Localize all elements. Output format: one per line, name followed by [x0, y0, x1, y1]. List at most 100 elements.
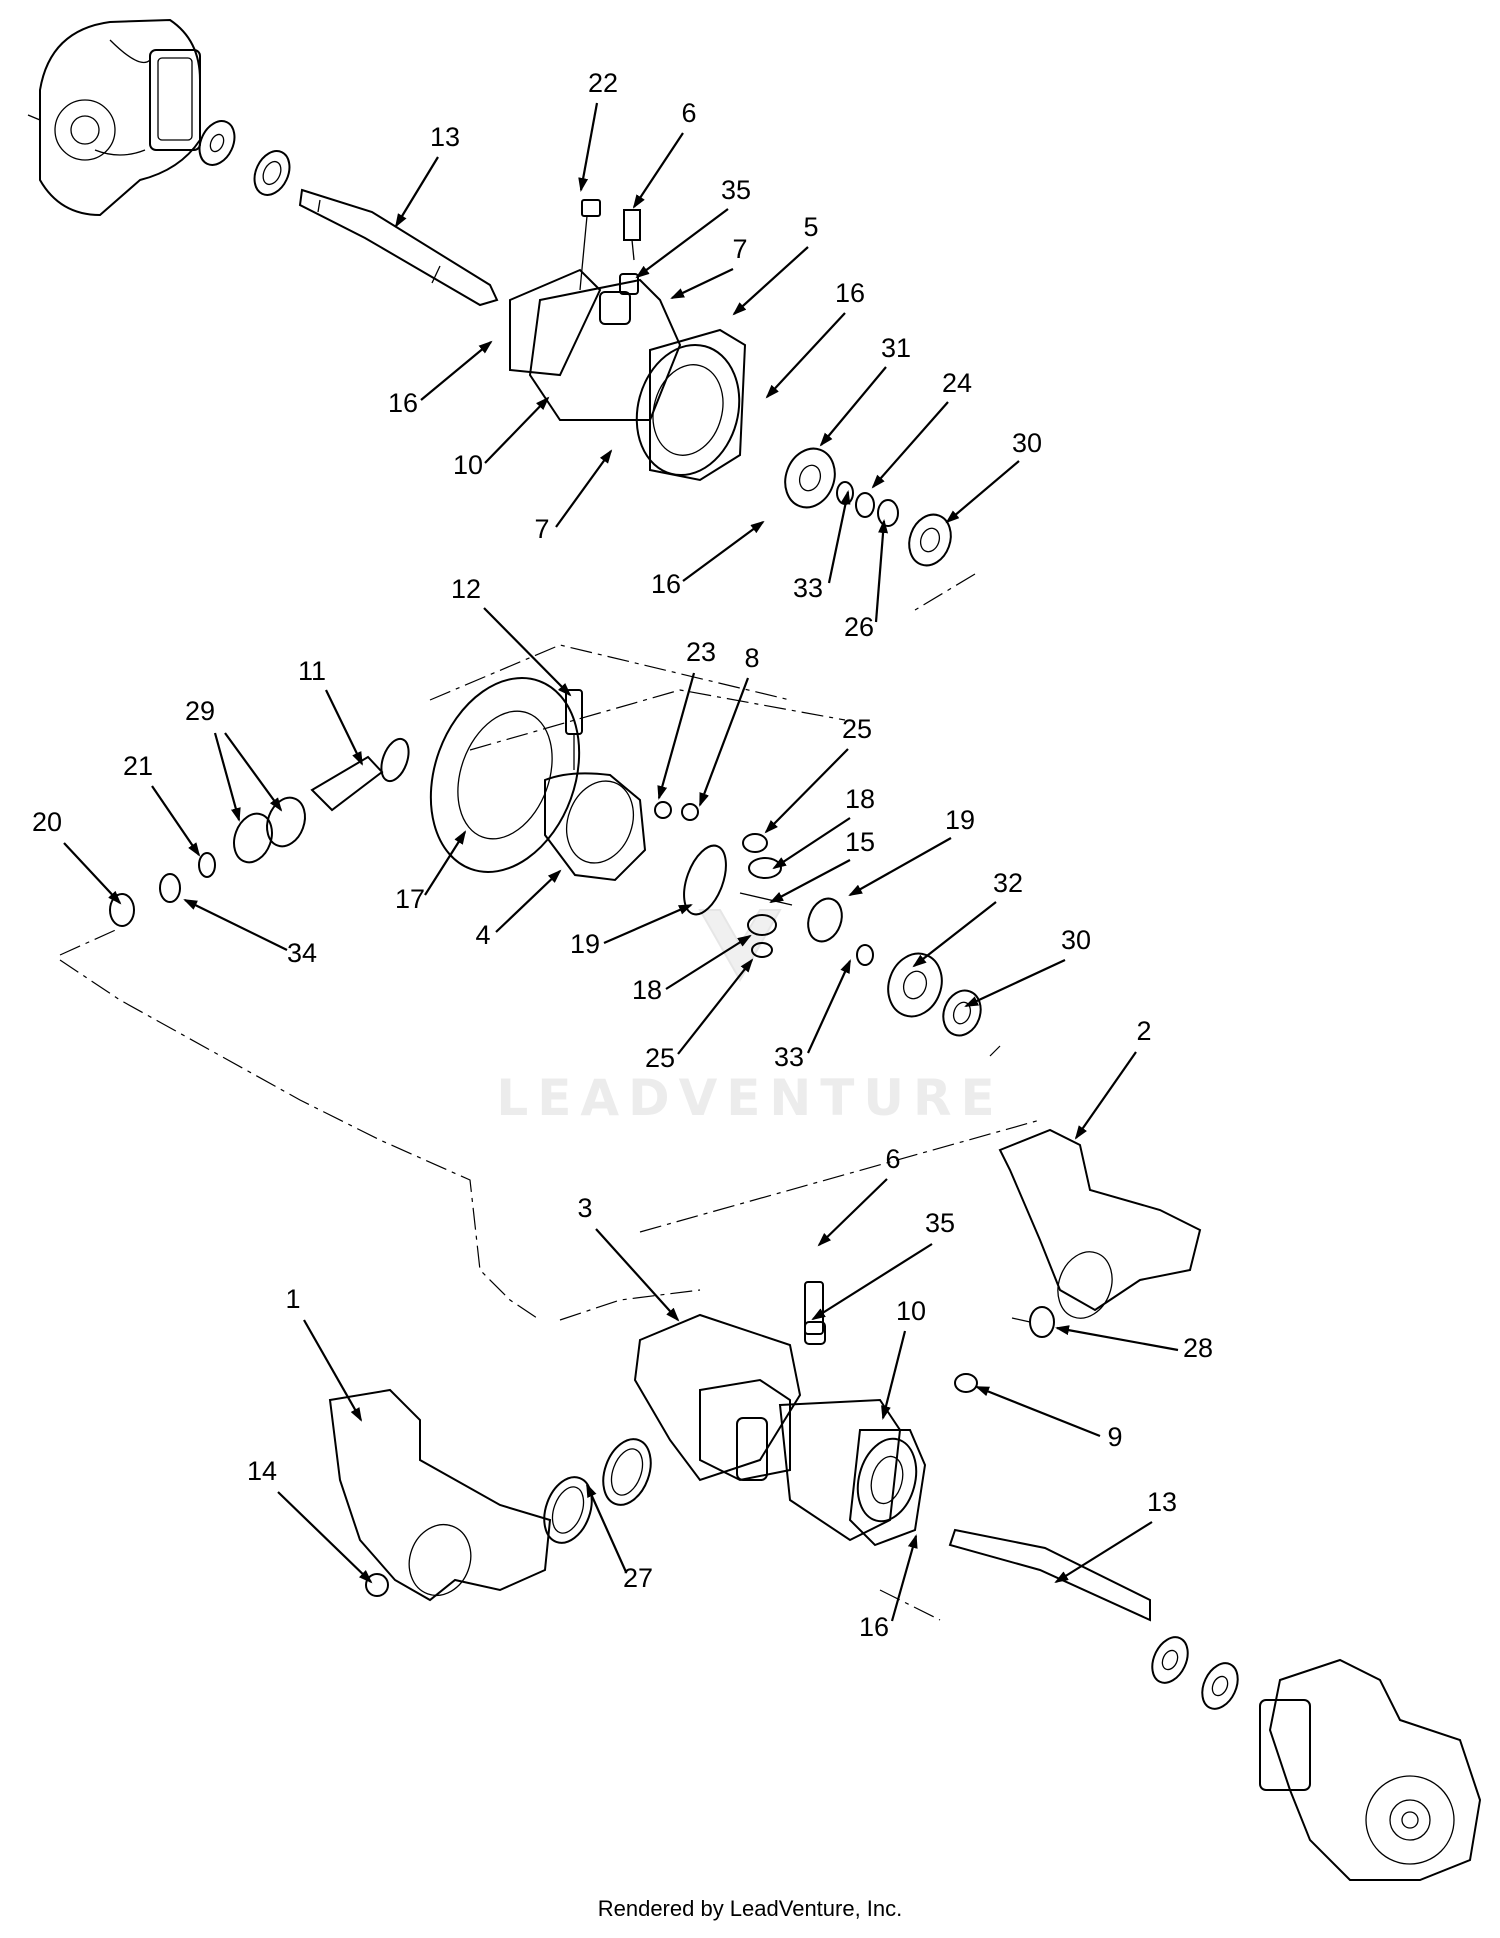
bearing-stack-upper: [784, 447, 952, 567]
axle-shaft-top: [298, 188, 499, 307]
callout-arrow-16: [890, 1534, 918, 1622]
callout-arrow-7: [670, 268, 734, 299]
callout-arrow-6: [632, 132, 684, 209]
callout-label-12: 12: [451, 574, 481, 604]
callout-label-30: 30: [1012, 428, 1042, 458]
callout-label-16: 16: [859, 1612, 889, 1642]
callout-arrow-10: [484, 396, 550, 464]
callout-arrow-3: [595, 1228, 680, 1322]
callout-label-3: 3: [577, 1193, 592, 1223]
callout-label-16: 16: [835, 278, 865, 308]
callout-arrow-31: [819, 366, 887, 447]
callout-arrow-10: [881, 1330, 907, 1420]
render-credit: Rendered by LeadVenture, Inc.: [597, 1896, 903, 1921]
callout-label-10: 10: [896, 1296, 926, 1326]
callout-label-1: 1: [285, 1284, 300, 1314]
wheel-hub-left: [27, 18, 201, 217]
callout-arrow-35: [635, 208, 729, 279]
callout-arrow-24: [871, 401, 949, 489]
callout-label-29: 29: [185, 696, 215, 726]
callout-label-11: 11: [298, 656, 326, 686]
callout-arrow-22: [578, 102, 599, 192]
callout-label-32: 32: [993, 868, 1023, 898]
callout-label-17: 17: [395, 884, 425, 914]
bearing-lower-right: [1151, 1636, 1239, 1710]
pinion-assembly-middle: [109, 677, 699, 927]
callout-arrow-35: [811, 1243, 933, 1321]
callout-arrow-28: [1055, 1325, 1179, 1352]
callout-arrow-23: [657, 672, 696, 800]
callout-arrow-9: [975, 1385, 1101, 1438]
callout-label-35: 35: [721, 175, 751, 205]
callout-arrow-8: [698, 677, 750, 807]
watermark-text: LEADVENTURE: [496, 1069, 1003, 1127]
callout-arrow-34: [183, 899, 288, 951]
callout-arrow-27: [585, 1483, 628, 1573]
callout-arrow-5: [732, 246, 809, 316]
callout-label-14: 14: [247, 1456, 277, 1486]
callout-label-27: 27: [623, 1563, 653, 1593]
callout-label-7: 7: [732, 234, 747, 264]
callout-arrow-11: [325, 689, 363, 766]
callout-label-18: 18: [845, 784, 875, 814]
callout-label-6: 6: [681, 98, 696, 128]
callout-arrow-21: [151, 785, 201, 857]
callout-label-24: 24: [942, 368, 972, 398]
axle-shaft-lower: [948, 1528, 1151, 1622]
callout-label-19: 19: [945, 805, 975, 835]
callout-arrow-30: [964, 959, 1066, 1007]
callout-label-25: 25: [842, 714, 872, 744]
differential-gears-middle: [683, 833, 982, 1037]
callout-arrow-32: [912, 901, 997, 968]
callout-label-16: 16: [388, 388, 418, 418]
callout-arrow-30: [945, 460, 1020, 524]
callout-label-5: 5: [803, 212, 818, 242]
callout-label-4: 4: [475, 920, 490, 950]
axle-bracket-left: [328, 1388, 552, 1602]
callout-label-9: 9: [1107, 1422, 1122, 1452]
callout-arrow-15: [769, 859, 851, 903]
callout-arrow-1: [303, 1319, 362, 1422]
gear-housing-lower: [633, 1281, 927, 1547]
callout-arrow-33: [827, 490, 851, 584]
callout-label-8: 8: [744, 643, 759, 673]
callout-label-13: 13: [430, 122, 460, 152]
callout-label-25: 25: [645, 1043, 675, 1073]
callout-arrow-13: [394, 156, 439, 228]
callout-label-31: 31: [881, 333, 911, 363]
callout-arrow-2: [1074, 1051, 1137, 1140]
callout-arrow-13: [1054, 1521, 1153, 1584]
callout-arrow-26: [874, 519, 889, 623]
callout-arrow-6: [817, 1178, 888, 1247]
callout-label-2: 2: [1136, 1016, 1151, 1046]
callout-label-22: 22: [588, 68, 618, 98]
callout-label-33: 33: [774, 1042, 804, 1072]
callout-arrow-14: [277, 1491, 373, 1584]
callout-label-6: 6: [885, 1144, 900, 1174]
callout-arrow-7: [555, 449, 613, 528]
callout-label-7: 7: [534, 514, 549, 544]
callout-label-23: 23: [686, 637, 716, 667]
callout-arrow-20: [63, 842, 122, 905]
callout-arrow-16: [682, 520, 765, 582]
callout-label-10: 10: [453, 450, 483, 480]
callout-label-16: 16: [651, 569, 681, 599]
callout-label-26: 26: [844, 612, 874, 642]
callout-arrow-19: [848, 837, 952, 896]
callout-label-21: 21: [123, 751, 153, 781]
callout-arrow-12: [483, 607, 572, 697]
callout-arrow-29: [224, 732, 283, 812]
watermark-logo: LEADVENTURE: [496, 909, 1003, 1127]
callout-label-28: 28: [1183, 1333, 1213, 1363]
callout-arrow-18: [665, 934, 752, 990]
assembly-center-lines: [59, 573, 1041, 1621]
callout-label-15: 15: [845, 827, 875, 857]
callout-arrow-16: [420, 340, 493, 401]
axle-bracket-right: [954, 1128, 1202, 1393]
callout-label-33: 33: [793, 573, 823, 603]
callout-arrow-18: [772, 817, 851, 870]
callout-arrow-4: [495, 869, 562, 933]
callout-label-13: 13: [1147, 1487, 1177, 1517]
